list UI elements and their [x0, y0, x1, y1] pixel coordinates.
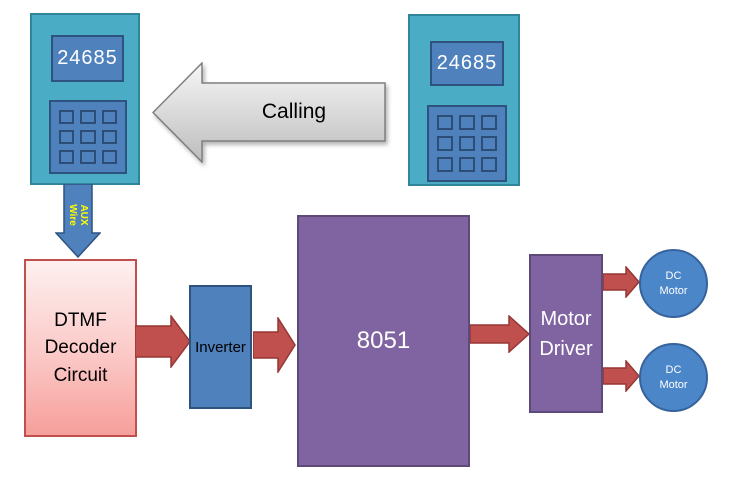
keypad-key: [101, 110, 117, 124]
dtmf-decoder-label: DTMF Decoder Circuit: [44, 309, 117, 386]
mcu-8051-label: 8051: [356, 327, 411, 354]
phone-right-keypad: [427, 105, 507, 182]
keypad-key: [80, 150, 96, 164]
keypad-key: [481, 157, 497, 172]
keypad-key: [481, 136, 497, 151]
keypad-key: [437, 157, 453, 172]
motor-driver-box: Motor Driver: [529, 254, 603, 413]
keypad-key: [459, 136, 475, 151]
keypad-key: [80, 110, 96, 124]
calling-label: Calling: [261, 99, 327, 123]
aux-wire-label-line2: Wire: [67, 204, 78, 226]
keypad-key: [481, 115, 497, 130]
keypad-key: [101, 130, 117, 144]
motor-driver-label: Motor Driver: [539, 307, 593, 360]
arrow-driver-to-motor-bottom: [603, 360, 640, 392]
keypad-key: [437, 115, 453, 130]
phone-left-keypad: [49, 100, 127, 174]
keypad-key: [101, 150, 117, 164]
arrow-dtmf-to-inverter: [135, 315, 191, 368]
dc-motor-top-label: DC Motor: [659, 269, 688, 297]
keypad-key: [437, 136, 453, 151]
keypad-key: [59, 130, 75, 144]
inverter-label: Inverter: [195, 338, 246, 356]
dc-motor-top: DC Motor: [639, 249, 708, 318]
aux-wire-label: AUX Wire: [63, 193, 93, 237]
phone-left-display-value: 24685: [57, 47, 118, 69]
phone-left: 24685: [30, 13, 140, 185]
arrow-8051-to-driver: [470, 315, 530, 353]
aux-wire-arrow: [55, 184, 101, 258]
inverter-box: Inverter: [189, 285, 252, 409]
dtmf-decoder-box: DTMF Decoder Circuit: [24, 259, 137, 437]
dc-motor-bottom-label: DC Motor: [659, 363, 688, 391]
mcu-8051-box: 8051: [297, 215, 470, 467]
keypad-key: [459, 157, 475, 172]
arrow-inverter-to-8051: [253, 317, 296, 373]
phone-right-display-value: 24685: [436, 52, 498, 74]
phone-right: 24685: [408, 14, 520, 186]
aux-wire-label-line1: AUX: [78, 204, 90, 226]
phone-left-screen: 24685: [51, 35, 124, 82]
phone-right-screen: 24685: [430, 41, 504, 86]
calling-arrow: [152, 62, 386, 163]
keypad-key: [80, 130, 96, 144]
keypad-key: [59, 110, 75, 124]
dc-motor-bottom: DC Motor: [639, 343, 708, 412]
keypad-key: [459, 115, 475, 130]
arrow-driver-to-motor-top: [603, 266, 640, 298]
keypad-key: [59, 150, 75, 164]
